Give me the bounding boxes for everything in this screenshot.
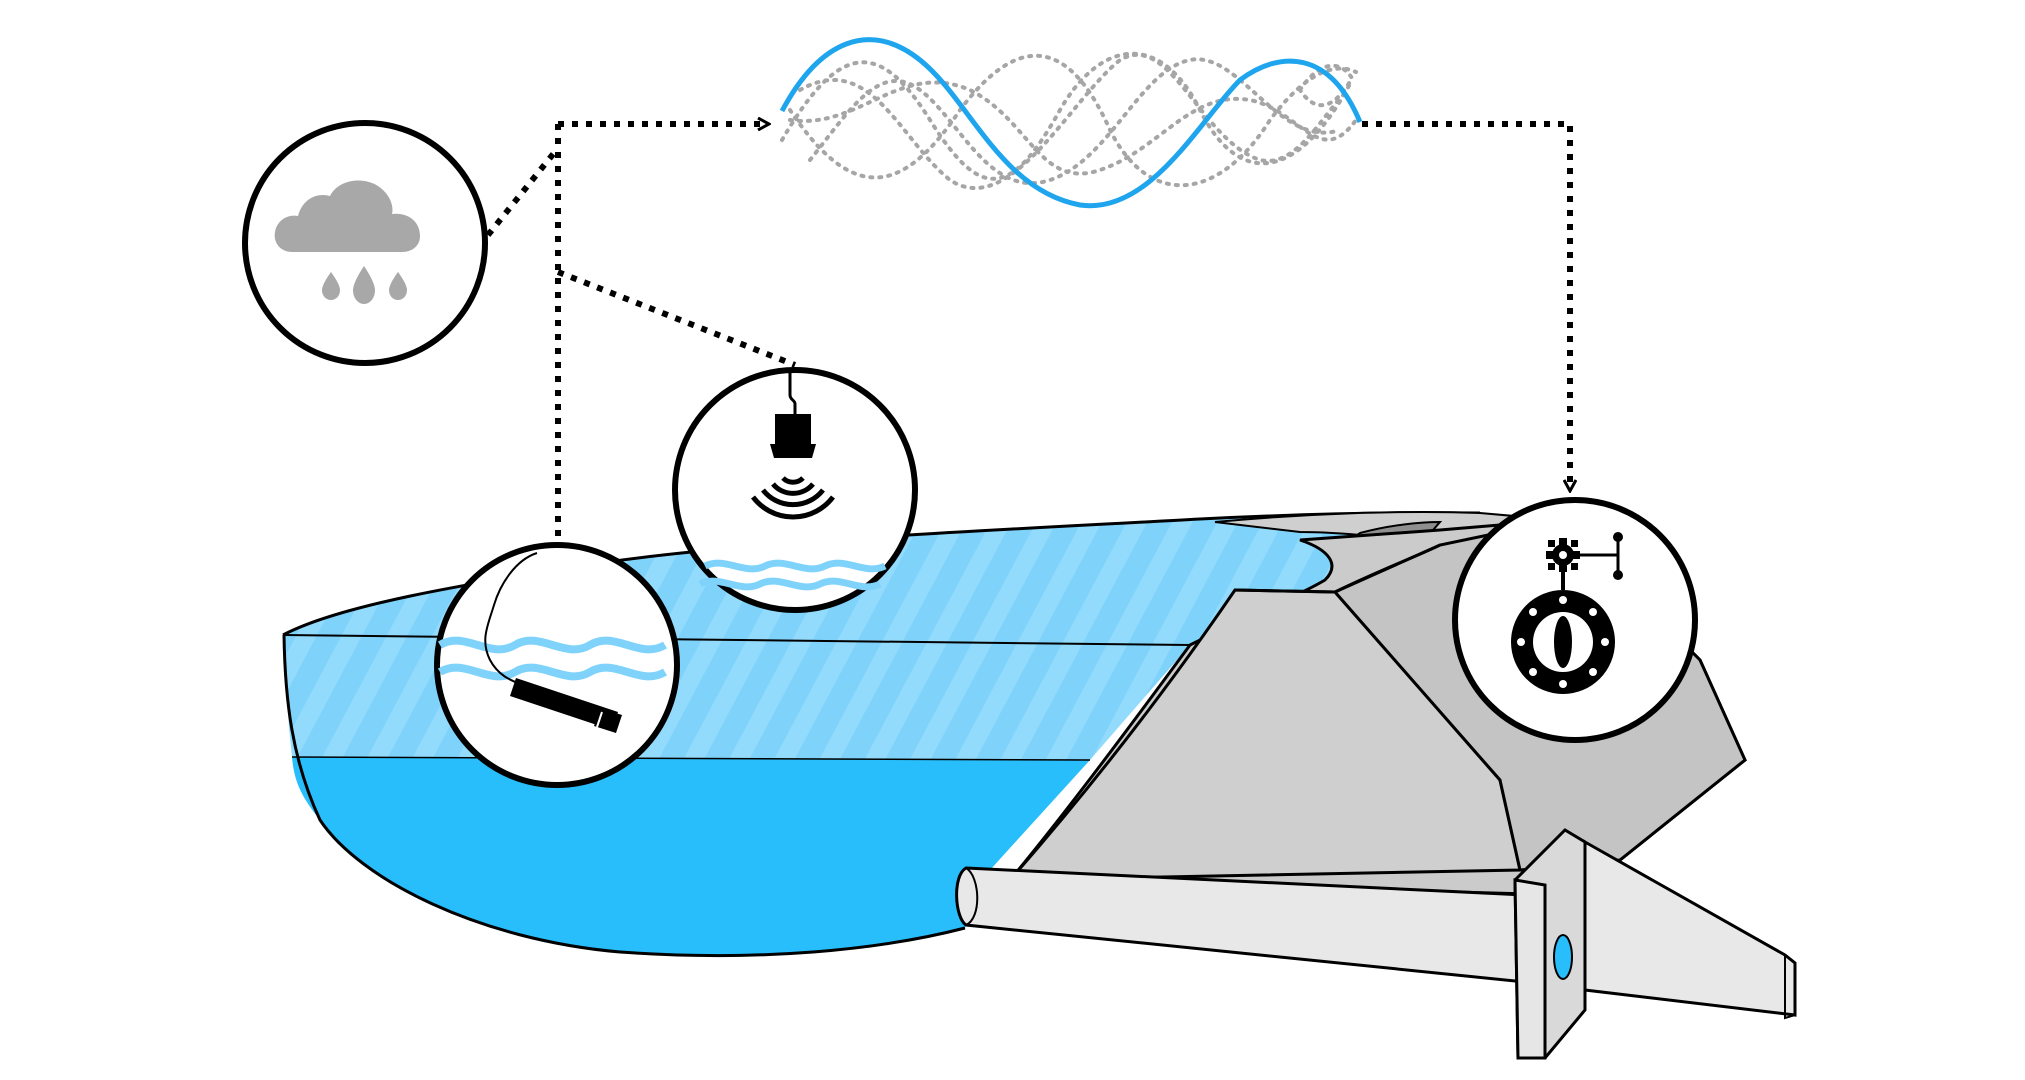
pressure-node — [434, 542, 680, 788]
ultrasonic-circle — [672, 367, 918, 613]
actuated-butterfly-valve-icon — [1511, 532, 1623, 694]
flange-hole-icon — [1553, 934, 1573, 980]
dam-crest-edge — [1234, 588, 1336, 594]
reservoir-deep-water — [292, 757, 1090, 956]
arrow-to-valve — [1362, 121, 1570, 490]
gear-icon — [1546, 538, 1580, 572]
pipe-body — [955, 866, 1527, 984]
reservoir-front-surface — [284, 635, 1190, 760]
connectors — [485, 121, 1570, 545]
rain-cloud-icon — [274, 180, 420, 304]
link-ultrasonic — [556, 269, 797, 368]
pipe-end — [965, 867, 979, 926]
link-rain-hub — [485, 146, 561, 237]
ultrasonic-node — [672, 367, 918, 613]
support-bracket — [1583, 839, 1797, 1017]
submersible-pressure-sensor-icon — [437, 552, 668, 733]
valve-node — [1452, 497, 1698, 743]
outlet-pipe — [955, 828, 1797, 1060]
ultrasonic-level-sensor-icon — [698, 372, 887, 591]
waterline — [283, 634, 1191, 646]
dam-ridge — [1334, 543, 1441, 594]
flange-front — [1513, 878, 1547, 1060]
forecast-ensemble-icon — [779, 37, 1363, 209]
pressure-circle — [434, 542, 680, 788]
depth-line — [291, 756, 1091, 761]
forecast-line — [779, 37, 1363, 209]
rain-node — [242, 120, 488, 366]
bracket-edge — [1784, 955, 1796, 1020]
reservoir-bottom-outline — [282, 634, 966, 958]
